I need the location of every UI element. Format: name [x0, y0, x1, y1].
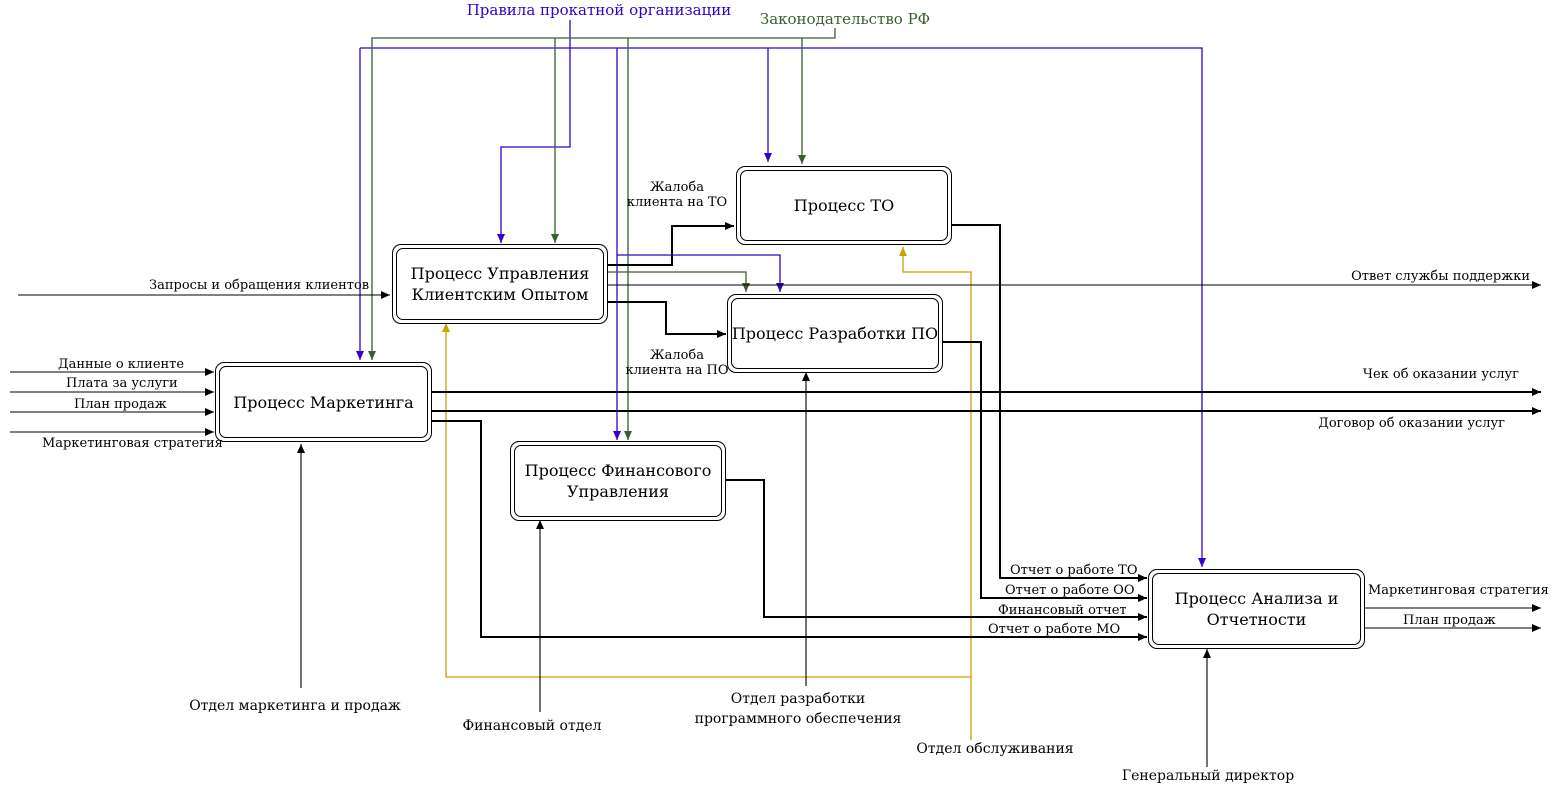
fin-dept-label: Финансовый отдел — [462, 718, 602, 734]
input-payment-label: Плата за услуги — [66, 376, 178, 391]
process-cx-title: Процесс Управления Клиентским Опытом — [396, 248, 604, 320]
report-mo-label: Отчет о работе МО — [988, 622, 1121, 637]
dev-dept-label: Отдел разработки программного обеспечени… — [694, 691, 902, 727]
process-marketing-title: Процесс Маркетинга — [219, 366, 428, 438]
process-to-title: Процесс ТО — [740, 170, 948, 241]
io-lines — [10, 281, 1541, 767]
input-requests-label: Запросы и обращения клиентов — [149, 278, 370, 293]
output-support-answer-label: Ответ службы поддержки — [1351, 269, 1530, 284]
service-dept-label: Отдел обслуживания — [916, 741, 1074, 757]
process-finance-title: Процесс Финансового Управления — [514, 445, 722, 517]
process-marketing-box: Процесс Маркетинга — [215, 362, 432, 442]
process-analysis-box: Процесс Анализа и Отчетности — [1148, 569, 1365, 649]
process-dev-box: Процесс Разработки ПО — [727, 294, 943, 373]
input-client-data-label: Данные о клиенте — [58, 357, 185, 372]
rules-label: Правила прокатной организации — [466, 1, 732, 19]
output-contract-label: Договор об оказании услуг — [1318, 416, 1505, 431]
process-to-box: Процесс ТО — [736, 166, 952, 245]
report-oo-label: Отчет о работе ОО — [1005, 583, 1135, 598]
fin-report-label: Финансовый отчет — [998, 603, 1127, 618]
process-dev-title: Процесс Разработки ПО — [731, 298, 939, 369]
complaint-to-label: Жалоба клиента на ТО — [626, 180, 728, 210]
complaint-dev-label: Жалоба клиента на ПО — [625, 348, 729, 378]
output-mkt-strategy-label: Маркетинговая стратегия — [1368, 583, 1549, 598]
ceo-label: Генеральный директор — [1121, 768, 1295, 784]
mkt-dept-label: Отдел маркетинга и продаж — [189, 698, 401, 714]
output-receipt-label: Чек об оказании услуг — [1362, 367, 1519, 382]
report-to-label: Отчет о работе ТО — [1010, 563, 1138, 578]
output-sales-plan-label: План продаж — [1403, 613, 1496, 628]
input-mkt-strategy-label: Маркетинговая стратегия — [42, 436, 223, 451]
law-label: Законодательство РФ — [759, 10, 931, 28]
process-finance-box: Процесс Финансового Управления — [510, 441, 726, 521]
process-analysis-title: Процесс Анализа и Отчетности — [1152, 573, 1361, 645]
service-dept-arrows — [442, 247, 972, 740]
input-sales-plan-label: План продаж — [74, 397, 167, 412]
process-flows — [431, 222, 1541, 641]
law-control-arrows — [368, 28, 836, 440]
process-cx-box: Процесс Управления Клиентским Опытом — [392, 244, 608, 324]
